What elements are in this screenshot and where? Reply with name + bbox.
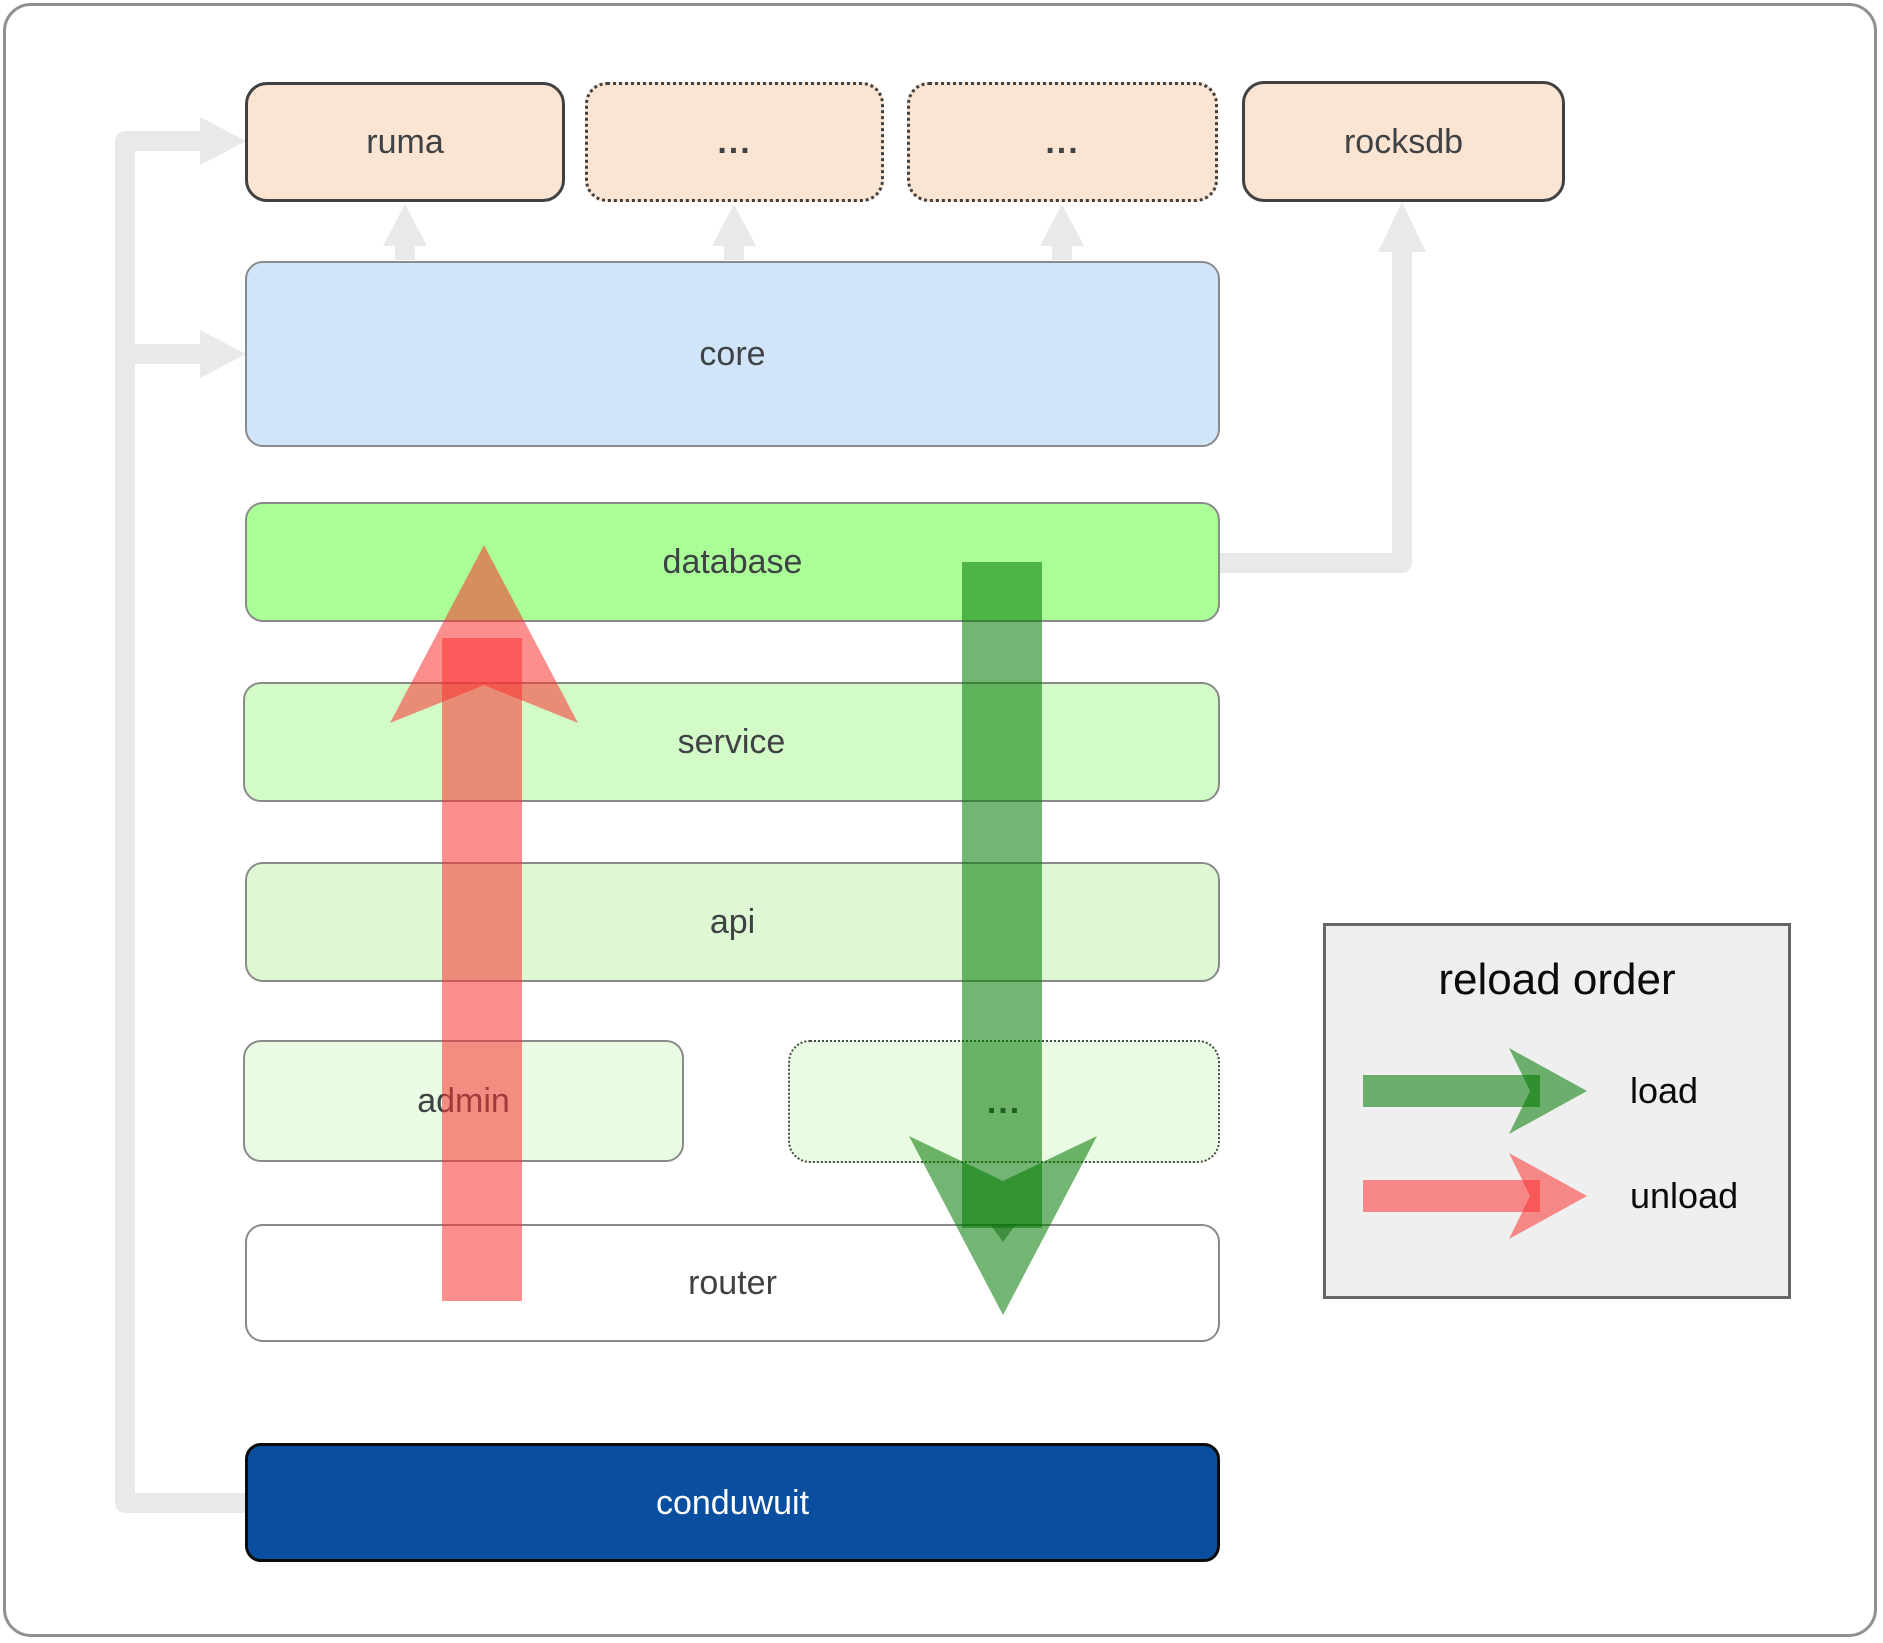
load-arrow-shaft: [962, 562, 1042, 1228]
node-top-dots-1-label: ...: [717, 123, 752, 161]
node-router: router: [245, 1224, 1220, 1342]
legend-title: reload order: [1438, 955, 1676, 1004]
legend-load-label: load: [1630, 1070, 1699, 1111]
node-top-dots-1: ...: [585, 82, 884, 202]
node-database-label: database: [662, 543, 803, 581]
legend-unload-label: unload: [1630, 1175, 1739, 1216]
node-core-label: core: [699, 335, 766, 373]
node-service-label: service: [677, 723, 786, 761]
node-router-label: router: [688, 1264, 777, 1302]
node-api-label: api: [709, 903, 756, 941]
legend-load-arrow-shaft: [1363, 1075, 1540, 1107]
node-rocksdb: rocksdb: [1242, 81, 1565, 202]
legend-unload-arrow-shaft: [1363, 1180, 1540, 1212]
node-top-dots-2: ...: [907, 82, 1218, 202]
node-ruma-label: ruma: [366, 123, 444, 161]
node-database: database: [245, 502, 1220, 622]
node-top-dots-2-label: ...: [1045, 123, 1080, 161]
node-core: core: [245, 261, 1220, 447]
node-api: api: [245, 862, 1220, 982]
node-conduwuit-label: conduwuit: [655, 1483, 810, 1522]
node-rocksdb-label: rocksdb: [1343, 122, 1464, 161]
node-conduwuit: conduwuit: [245, 1443, 1220, 1562]
diagram-outer-frame: [3, 3, 1877, 1637]
legend-box: [1323, 923, 1791, 1299]
node-ruma: ruma: [245, 82, 565, 202]
unload-arrow-shaft: [442, 638, 522, 1301]
